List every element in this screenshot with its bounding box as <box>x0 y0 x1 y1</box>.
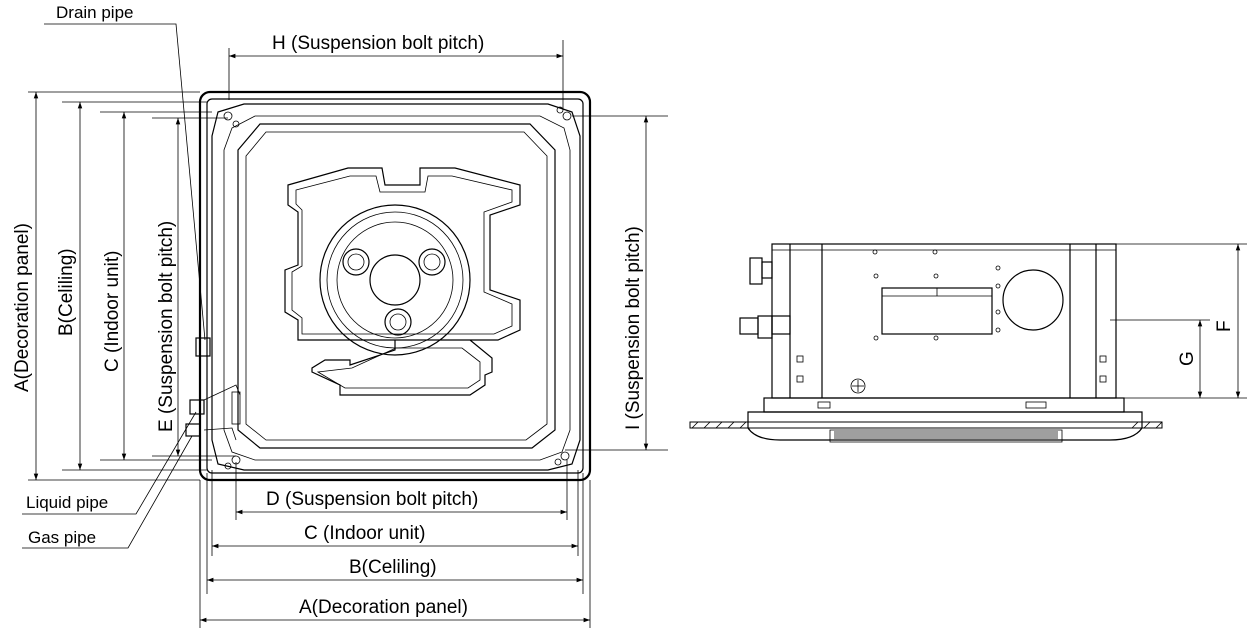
top-view <box>185 90 592 482</box>
decoration-panel-outline <box>198 90 592 482</box>
inner-frame <box>237 123 556 449</box>
side-view: F G <box>689 243 1247 443</box>
drain-pipe-fitting <box>195 337 211 357</box>
g-dimension-label: G <box>1177 351 1198 366</box>
c-dimension-label-bottom: C (Indoor unit) <box>304 523 425 544</box>
liquid-pipe-label: Liquid pipe <box>26 493 108 512</box>
a-dimension-label-left: A(Decoration panel) <box>12 223 33 392</box>
d-dimension-label: D (Suspension bolt pitch) <box>266 489 478 510</box>
gas-pipe-fitting <box>185 423 201 437</box>
ground-icon <box>850 378 866 394</box>
b-dimension-label-bottom: B(Celiling) <box>349 557 437 578</box>
e-dimension-label-left: E (Suspension bolt pitch) <box>156 221 177 432</box>
c-dimension-label-left: C (Indoor unit) <box>102 251 123 372</box>
a-dimension-label-bottom: A(Decoration panel) <box>299 597 468 618</box>
i-dimension-label-right: I (Suspension bolt pitch) <box>623 226 644 430</box>
gas-pipe-label: Gas pipe <box>28 528 96 547</box>
indoor-unit-inner <box>223 115 571 461</box>
unit-body <box>771 243 1117 399</box>
h-dimension-label: H (Suspension bolt pitch) <box>272 33 484 54</box>
drain-pipe-label: Drain pipe <box>56 3 134 22</box>
indoor-unit-body <box>211 103 581 471</box>
top-dimensions: H (Suspension bolt pitch) A(Decoration p… <box>12 3 668 628</box>
fan-outer-circle <box>319 204 471 356</box>
liquid-pipe-fitting <box>189 399 205 415</box>
ceiling-board <box>689 421 1163 429</box>
panel-inner-outline <box>206 98 584 474</box>
b-dimension-label-left: B(Celiling) <box>56 248 77 336</box>
f-dimension-label: F <box>1214 320 1235 332</box>
decoration-panel-side <box>747 411 1143 441</box>
fan-housing-cross <box>284 167 521 396</box>
